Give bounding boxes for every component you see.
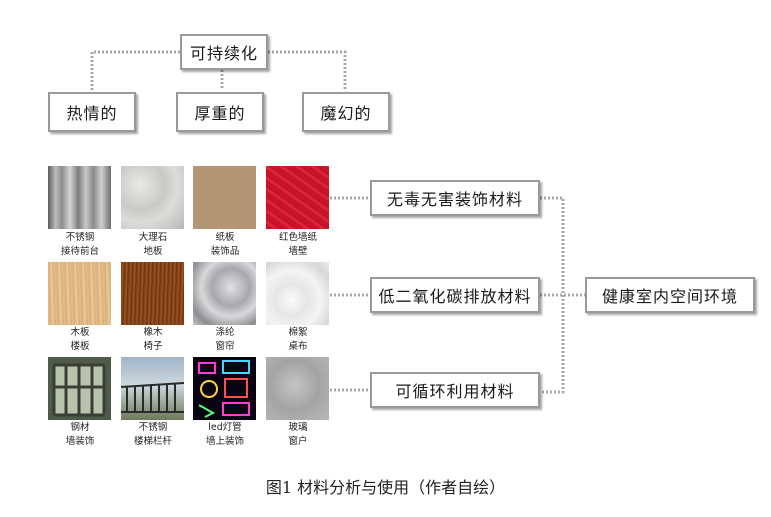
material-image-cotton [266, 262, 329, 325]
material-caption: 棉絮桌布 [288, 327, 308, 352]
node-recyclable-materials: 可循环利用材料 [370, 372, 540, 408]
steel-frame-graphic [48, 357, 111, 420]
material-caption: 不锈钢接待前台 [60, 232, 99, 257]
material-image-stainless-railing [120, 357, 185, 420]
node-passionate: 热情的 [48, 92, 136, 132]
node-sustainable: 可持续化 [180, 34, 268, 70]
material-image-red-wallpaper [266, 166, 329, 229]
material-image-steel-frame [48, 357, 111, 420]
material-caption: led灯管墙上装饰 [205, 422, 244, 447]
material-caption: 不锈钢楼梯栏杆 [133, 422, 172, 447]
node-heavy: 厚重的 [176, 92, 264, 132]
node-low-carbon-materials: 低二氧化碳排放材料 [370, 277, 540, 313]
figure-caption: 图1 材料分析与使用（作者自绘） [265, 478, 506, 497]
material-image-glass [266, 357, 329, 420]
material-image-led-tube [193, 357, 256, 420]
neon-graphic [198, 360, 250, 418]
material-image-oak [121, 262, 184, 325]
material-caption: 红色墙纸墙壁 [278, 232, 317, 257]
material-image-wood-board [48, 262, 111, 325]
material-image-polyester [193, 262, 256, 325]
material-caption: 大理石地板 [138, 232, 168, 257]
material-caption: 涤纶窗帘 [215, 327, 235, 352]
material-caption: 玻璃窗户 [288, 422, 308, 447]
railing-graphic [120, 382, 185, 413]
connector-cat1 [540, 196, 565, 394]
material-caption: 橡木椅子 [143, 327, 163, 352]
material-caption: 木板楼板 [70, 327, 90, 352]
node-healthy-indoor-environment: 健康室内空间环境 [585, 277, 755, 313]
connector-top-left [90, 50, 180, 90]
material-image-marble [121, 166, 184, 229]
material-image-cardboard [193, 166, 256, 229]
material-image-stainless-steel [48, 166, 111, 229]
node-magical: 魔幻的 [302, 92, 390, 132]
material-caption: 纸板装饰品 [210, 232, 240, 257]
node-nontoxic-materials: 无毒无害装饰材料 [370, 180, 540, 216]
connector-top-right [268, 50, 347, 90]
material-caption: 钢材墙装饰 [65, 422, 95, 447]
